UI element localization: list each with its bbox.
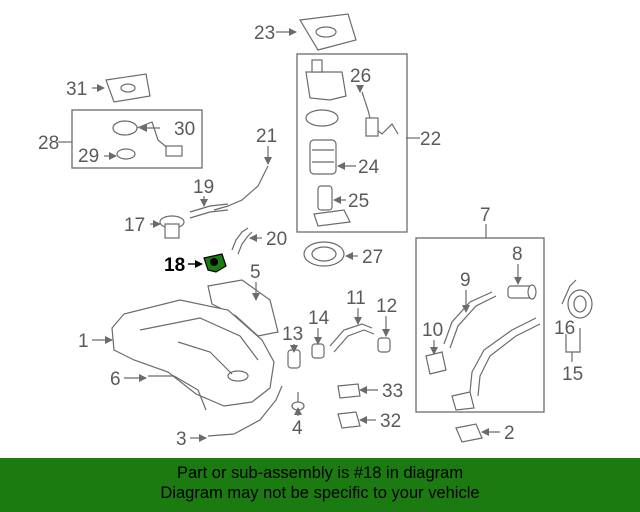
part-5-heat-shield[interactable] <box>207 279 279 337</box>
callout-29[interactable]: 29 <box>78 146 99 167</box>
callout-24[interactable]: 24 <box>358 157 380 178</box>
group-box-7 <box>415 237 545 413</box>
part-14-clamp[interactable] <box>311 343 325 359</box>
part-25-filter[interactable] <box>317 185 333 211</box>
callout-32[interactable]: 32 <box>380 411 401 432</box>
part-30-sender-unit[interactable] <box>112 120 183 157</box>
part-8-cap-assembly[interactable] <box>507 284 537 300</box>
part-4-bolt[interactable] <box>291 392 305 411</box>
callout-17[interactable]: 17 <box>124 215 145 236</box>
part-3-strap[interactable] <box>207 385 283 437</box>
part-31-plate[interactable] <box>105 73 151 103</box>
callout-7[interactable]: 7 <box>480 205 491 226</box>
callout-5[interactable]: 5 <box>250 262 261 283</box>
part-20-hose[interactable] <box>231 227 253 255</box>
callout-1[interactable]: 1 <box>78 331 89 352</box>
callout-8[interactable]: 8 <box>512 244 523 265</box>
callout-21[interactable]: 21 <box>256 126 277 147</box>
part-13-clamp[interactable] <box>287 349 301 369</box>
part-11-hose[interactable] <box>329 323 375 353</box>
callout-28[interactable]: 28 <box>38 133 59 154</box>
callout-14[interactable]: 14 <box>308 308 330 329</box>
group-box-22 <box>296 53 408 233</box>
callout-labels: 23 31 30 28 29 26 22 24 25 27 21 19 17 2… <box>38 23 583 450</box>
part-29-ring[interactable] <box>116 148 136 160</box>
callout-30[interactable]: 30 <box>174 119 195 140</box>
part-33-fitting[interactable] <box>337 383 361 399</box>
leader-lines <box>58 28 522 442</box>
callout-25[interactable]: 25 <box>348 191 369 212</box>
part-2-pad[interactable] <box>455 423 483 443</box>
banner-line-part: Part or sub-assembly is #18 in diagram <box>176 464 464 482</box>
callout-10[interactable]: 10 <box>422 320 443 341</box>
callout-13[interactable]: 13 <box>282 324 303 345</box>
callout-16[interactable]: 16 <box>554 318 575 339</box>
part-12-clamp[interactable] <box>377 337 391 353</box>
callout-18[interactable]: 18 <box>164 255 185 276</box>
callout-12[interactable]: 12 <box>376 296 397 317</box>
part-1-fuel-tank[interactable] <box>111 299 275 407</box>
callout-4[interactable]: 4 <box>292 418 303 439</box>
part-16-tether[interactable] <box>561 279 577 305</box>
callout-6[interactable]: 6 <box>110 369 121 390</box>
part-26-wire-harness[interactable] <box>361 91 399 137</box>
callout-31[interactable]: 31 <box>66 79 87 100</box>
part-19-vent-hose[interactable] <box>189 203 229 219</box>
part-info-banner: Part or sub-assembly is #18 in diagram D… <box>0 458 640 512</box>
callout-27[interactable]: 27 <box>362 247 383 268</box>
callout-15[interactable]: 15 <box>562 364 583 385</box>
callout-19[interactable]: 19 <box>193 177 214 198</box>
callout-26[interactable]: 26 <box>350 66 371 87</box>
leader-15 <box>565 328 581 362</box>
callout-20[interactable]: 20 <box>266 229 287 250</box>
callout-33[interactable]: 33 <box>382 381 403 402</box>
callout-2[interactable]: 2 <box>504 423 515 444</box>
part-22-bracket[interactable] <box>313 209 351 227</box>
part-7-filler-neck[interactable] <box>469 317 541 397</box>
callout-11[interactable]: 11 <box>346 288 366 309</box>
part-6-strap[interactable] <box>148 375 207 411</box>
group-box-28 <box>71 109 203 169</box>
part-21-bracket[interactable] <box>213 165 269 211</box>
callout-9[interactable]: 9 <box>460 270 471 291</box>
part-7-elbow[interactable] <box>451 391 475 411</box>
part-27-gasket[interactable] <box>303 241 345 267</box>
callout-3[interactable]: 3 <box>176 429 187 450</box>
banner-line-disclaimer: Diagram may not be specific to your vehi… <box>160 484 480 502</box>
callout-22[interactable]: 22 <box>420 129 441 150</box>
parts-diagram: 23 31 30 28 29 26 22 24 25 27 21 19 17 2… <box>38 13 593 450</box>
part-17-valve[interactable] <box>159 215 185 239</box>
callout-23[interactable]: 23 <box>254 23 275 44</box>
part-32-bracket[interactable] <box>337 411 361 429</box>
part-18-highlighted[interactable] <box>203 253 227 273</box>
part-22-pump-module[interactable] <box>305 59 347 127</box>
part-15-fuel-cap[interactable] <box>567 289 593 319</box>
part-23-cover-plate[interactable] <box>299 13 357 51</box>
part-24-pump[interactable] <box>309 139 337 175</box>
part-10-bracket[interactable] <box>425 351 447 375</box>
part-9-filler-pipe[interactable] <box>443 291 497 349</box>
